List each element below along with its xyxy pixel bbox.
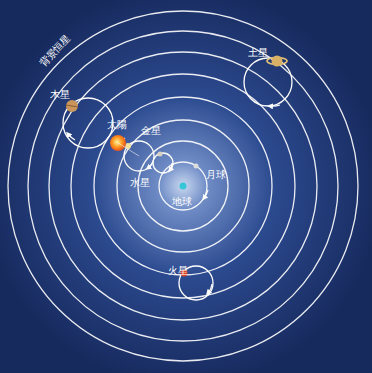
sun-label: 太陽: [107, 120, 127, 130]
earth-label: 地球: [172, 197, 192, 207]
planet-label: 火星: [168, 266, 188, 276]
planet-label: 金星: [141, 126, 161, 136]
planet-label: 水星: [130, 178, 150, 188]
moon-label: 月球: [206, 170, 226, 180]
planet-label: 木星: [50, 90, 70, 100]
planet-label: 土星: [248, 48, 268, 58]
